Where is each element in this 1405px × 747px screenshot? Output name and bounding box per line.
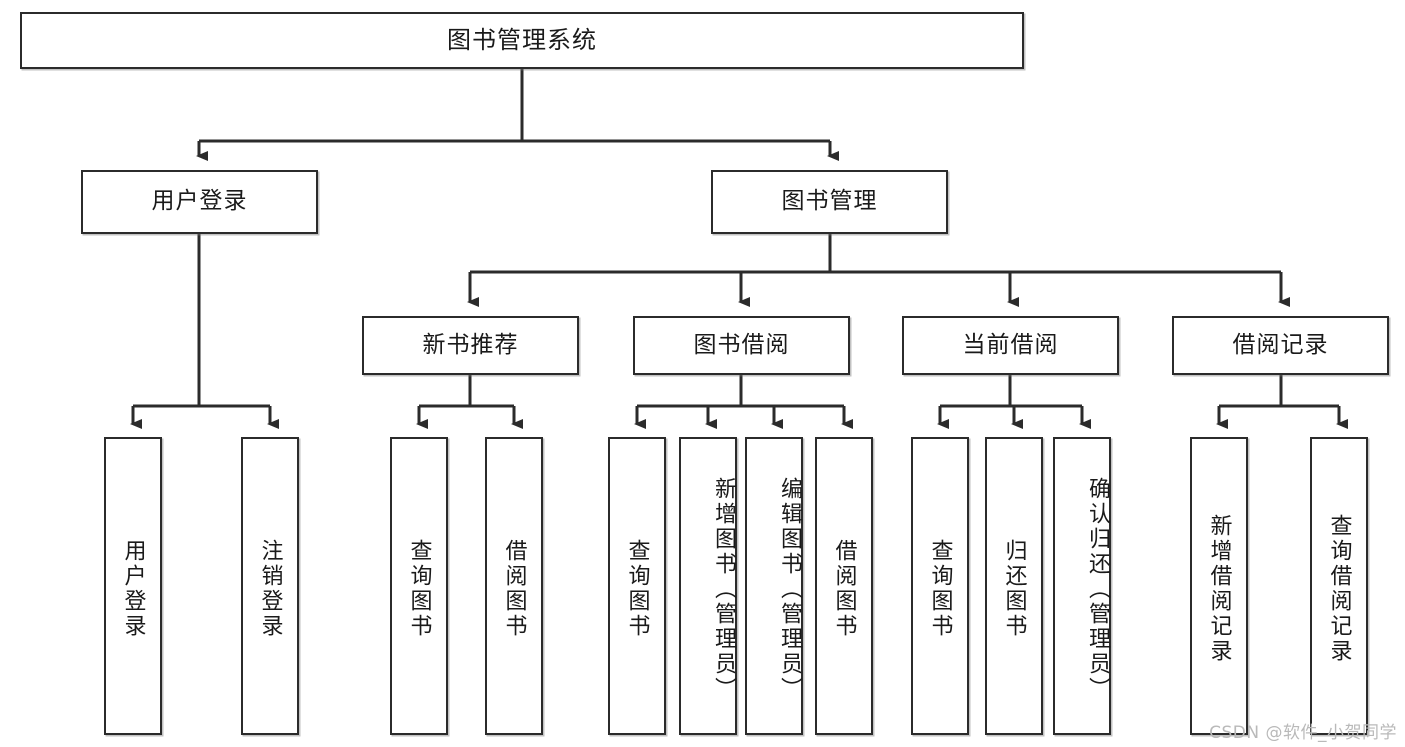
node-leaf-confirm-return-admin-label: 确认归还（管理员） — [1085, 476, 1110, 702]
node-leaf-return-book-label: 归还图书 — [1001, 539, 1027, 639]
node-leaf-logout-label: 注销登录 — [257, 539, 283, 639]
node-leaf-confirm-return-admin[interactable]: 确认归还（管理员） — [1053, 437, 1111, 735]
node-borrow-record-label: 借阅记录 — [1232, 331, 1329, 358]
node-new-book-recommend[interactable]: 新书推荐 — [362, 316, 579, 375]
node-leaf-add-book-admin-label: 新增图书（管理员） — [711, 476, 736, 702]
node-leaf-user-login[interactable]: 用户登录 — [104, 437, 162, 735]
csdn-watermark: CSDN @软件_小贺同学 — [1209, 723, 1397, 743]
node-leaf-add-book-admin[interactable]: 新增图书（管理员） — [679, 437, 737, 735]
node-user-login-label: 用户登录 — [151, 188, 248, 215]
node-book-borrow[interactable]: 图书借阅 — [633, 316, 850, 375]
node-leaf-return-book[interactable]: 归还图书 — [985, 437, 1043, 735]
node-leaf-lend-book[interactable]: 借阅图书 — [815, 437, 873, 735]
node-book-management[interactable]: 图书管理 — [711, 170, 948, 234]
node-leaf-query-book-borrow[interactable]: 查询图书 — [608, 437, 666, 735]
node-leaf-query-book-current[interactable]: 查询图书 — [911, 437, 969, 735]
node-leaf-logout[interactable]: 注销登录 — [241, 437, 299, 735]
node-leaf-borrow-book-new-label: 借阅图书 — [501, 539, 527, 639]
node-user-login[interactable]: 用户登录 — [81, 170, 318, 234]
node-leaf-query-book-current-label: 查询图书 — [927, 539, 953, 639]
node-leaf-query-book-borrow-label: 查询图书 — [624, 539, 650, 639]
node-leaf-query-borrow-record-label: 查询借阅记录 — [1326, 514, 1352, 664]
node-leaf-lend-book-label: 借阅图书 — [831, 539, 857, 639]
node-current-borrow-label: 当前借阅 — [962, 331, 1059, 358]
node-leaf-edit-book-admin-label: 编辑图书（管理员） — [777, 476, 802, 702]
node-current-borrow[interactable]: 当前借阅 — [902, 316, 1119, 375]
node-leaf-add-borrow-record-label: 新增借阅记录 — [1206, 514, 1232, 664]
node-root-label: 图书管理系统 — [447, 26, 597, 55]
node-leaf-user-login-label: 用户登录 — [120, 539, 146, 639]
node-leaf-borrow-book-new[interactable]: 借阅图书 — [485, 437, 543, 735]
node-root[interactable]: 图书管理系统 — [20, 12, 1024, 69]
node-leaf-query-borrow-record[interactable]: 查询借阅记录 — [1310, 437, 1368, 735]
node-borrow-record[interactable]: 借阅记录 — [1172, 316, 1389, 375]
node-leaf-query-book-new-label: 查询图书 — [406, 539, 432, 639]
node-leaf-add-borrow-record[interactable]: 新增借阅记录 — [1190, 437, 1248, 735]
node-leaf-edit-book-admin[interactable]: 编辑图书（管理员） — [745, 437, 803, 735]
node-leaf-query-book-new[interactable]: 查询图书 — [390, 437, 448, 735]
node-book-borrow-label: 图书借阅 — [693, 331, 790, 358]
node-new-book-recommend-label: 新书推荐 — [422, 331, 519, 358]
node-book-management-label: 图书管理 — [781, 188, 878, 215]
